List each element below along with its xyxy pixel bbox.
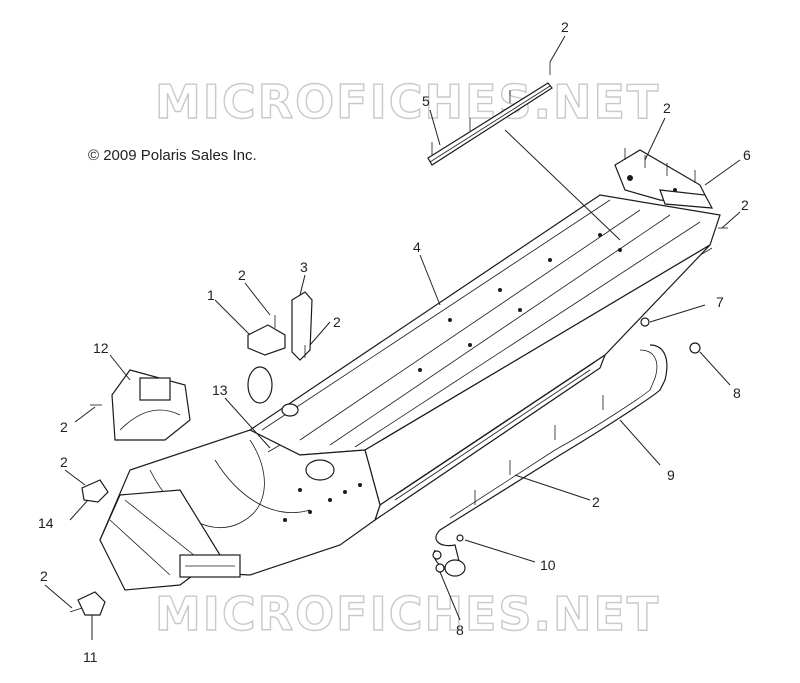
callout-5: 5 [422,93,430,109]
callout-14: 14 [38,515,54,531]
callout-1: 1 [207,287,215,303]
rail-strip [427,82,553,166]
callout-labels: 1 2 3 4 5 6 7 8 9 10 11 12 13 14 2 2 2 2… [38,19,751,665]
callout-2-g: 2 [592,494,600,510]
callout-10: 10 [540,557,556,573]
callout-12: 12 [93,340,109,356]
callout-9: 9 [667,467,675,483]
post-3 [291,291,313,361]
callout-2-a: 2 [663,100,671,116]
rear-bracket [614,149,714,209]
fasteners [69,62,728,613]
callout-2-e: 2 [60,419,68,435]
watermark-top: MICROFICHES.NET [155,75,660,129]
leader-lines [44,35,741,640]
callout-3: 3 [300,259,308,275]
front-bracket-12 [111,369,191,441]
clip-11 [77,591,106,616]
callout-2-d: 2 [333,314,341,330]
callout-11: 11 [83,649,98,665]
rear-bumper [433,344,668,577]
callout-8-right: 8 [733,385,741,401]
copyright-text: © 2009 Polaris Sales Inc. [88,147,257,164]
callout-7: 7 [716,294,724,310]
callout-8-bottom: 8 [456,622,464,638]
clip-bracket-1 [247,324,286,356]
callout-2-c: 2 [238,267,246,283]
running-board-perforations [389,361,596,511]
callout-2-top: 2 [561,19,569,35]
callout-6: 6 [743,147,751,163]
callout-2-f: 2 [60,454,68,470]
callout-2-h: 2 [40,568,48,584]
watermark-bottom: MICROFICHES.NET [155,587,660,641]
callout-4: 4 [413,239,421,255]
latch-14 [81,479,109,503]
tunnel-assembly [99,194,721,591]
callout-2-b: 2 [741,197,749,213]
callout-13: 13 [212,382,228,398]
